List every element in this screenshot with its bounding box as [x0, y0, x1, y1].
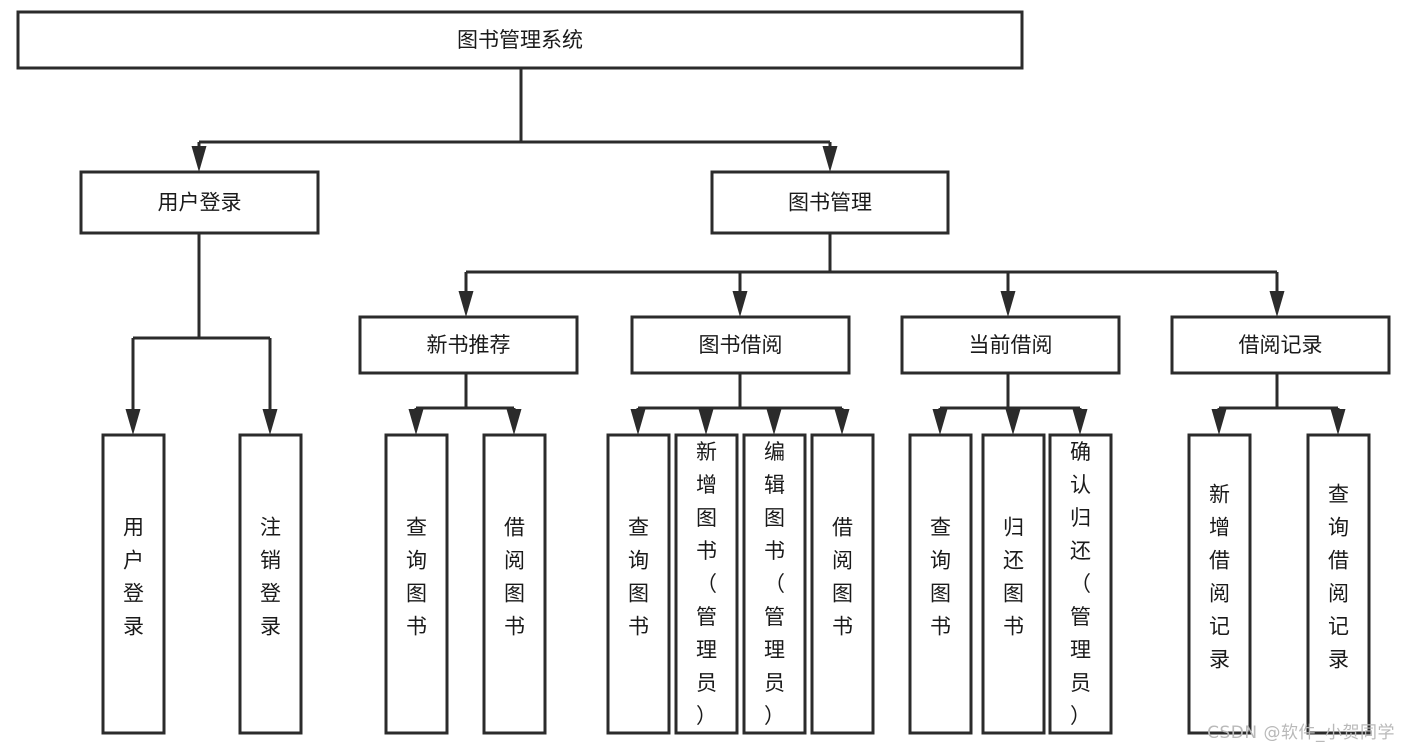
- arrow-head-icon: [630, 409, 646, 435]
- node-label: 图书借阅: [699, 333, 783, 357]
- node-box: [1170, 315, 1391, 375]
- node-leaf-add-book-admin[interactable]: 新增图书（管理员）: [674, 433, 739, 735]
- csdn-watermark: CSDN @软件_小贺同学: [1207, 723, 1395, 743]
- node-leaf-query-book-recommend[interactable]: 查询图书: [384, 433, 449, 735]
- node-box: [1187, 433, 1252, 735]
- node-label: 新增图书（管理员）: [696, 440, 717, 728]
- connectors-layer: [125, 68, 1346, 435]
- arrow-head-icon: [191, 146, 207, 172]
- node-current-borrow[interactable]: 当前借阅: [900, 315, 1121, 375]
- node-label: 查询图书: [406, 516, 427, 639]
- arrow-head-icon: [506, 409, 522, 435]
- node-leaf-add-borrow-record[interactable]: 新增借阅记录: [1187, 433, 1252, 735]
- node-book-management[interactable]: 图书管理: [710, 170, 950, 235]
- node-box: [101, 433, 166, 735]
- node-label: 编辑图书（管理员）: [764, 440, 785, 728]
- arrow-head-icon: [822, 146, 838, 172]
- node-leaf-user-login[interactable]: 用户登录: [101, 433, 166, 735]
- node-box: [1048, 433, 1113, 735]
- node-user-login[interactable]: 用户登录: [79, 170, 320, 235]
- node-leaf-edit-book-admin[interactable]: 编辑图书（管理员）: [742, 433, 807, 735]
- arrow-head-icon: [766, 409, 782, 435]
- node-label: 借阅图书: [832, 516, 853, 639]
- node-label: 图书管理: [788, 191, 872, 215]
- arrow-head-icon: [1269, 291, 1285, 317]
- node-box: [238, 433, 303, 735]
- node-label: 当前借阅: [969, 333, 1053, 357]
- node-box: [674, 433, 739, 735]
- arrow-head-icon: [408, 409, 424, 435]
- node-leaf-confirm-return-admin[interactable]: 确认归还（管理员）: [1048, 433, 1113, 735]
- node-leaf-borrow-book[interactable]: 借阅图书: [810, 433, 875, 735]
- node-label: 用户登录: [123, 516, 144, 639]
- node-label: 查询图书: [628, 516, 649, 639]
- node-leaf-borrow-book-recommend[interactable]: 借阅图书: [482, 433, 547, 735]
- arrow-head-icon: [1000, 291, 1016, 317]
- node-new-book-recommend[interactable]: 新书推荐: [358, 315, 579, 375]
- node-leaf-query-borrow-record[interactable]: 查询借阅记录: [1306, 433, 1371, 735]
- arrow-head-icon: [458, 291, 474, 317]
- node-label: 归还图书: [1003, 516, 1024, 639]
- arrow-head-icon: [1072, 409, 1088, 435]
- node-box: [630, 315, 851, 375]
- node-box: [606, 433, 671, 735]
- node-leaf-query-book-borrow[interactable]: 查询图书: [606, 433, 671, 735]
- node-book-borrow[interactable]: 图书借阅: [630, 315, 851, 375]
- node-box: [908, 433, 973, 735]
- node-leaf-user-logout[interactable]: 注销登录: [238, 433, 303, 735]
- node-label: 新书推荐: [427, 333, 511, 357]
- node-box: [384, 433, 449, 735]
- arrow-head-icon: [1330, 409, 1346, 435]
- node-label: 查询图书: [930, 516, 951, 639]
- nodes-layer: 图书管理系统用户登录图书管理新书推荐图书借阅当前借阅借阅记录用户登录注销登录查询…: [16, 10, 1391, 735]
- node-box: [981, 433, 1046, 735]
- node-box: [810, 433, 875, 735]
- node-label: 用户登录: [158, 191, 242, 215]
- arrow-head-icon: [1211, 409, 1227, 435]
- node-box: [358, 315, 579, 375]
- node-box: [710, 170, 950, 235]
- node-label: 图书管理系统: [457, 28, 583, 52]
- arrow-head-icon: [834, 409, 850, 435]
- node-label: 注销登录: [260, 516, 281, 639]
- node-borrow-records[interactable]: 借阅记录: [1170, 315, 1391, 375]
- arrow-head-icon: [1005, 409, 1021, 435]
- node-box: [16, 10, 1024, 70]
- node-label: 借阅图书: [504, 516, 525, 639]
- node-leaf-query-book-current[interactable]: 查询图书: [908, 433, 973, 735]
- arrow-head-icon: [125, 409, 141, 435]
- arrow-head-icon: [732, 291, 748, 317]
- node-label: 借阅记录: [1239, 333, 1323, 357]
- node-box: [1306, 433, 1371, 735]
- arrow-head-icon: [262, 409, 278, 435]
- arrow-head-icon: [698, 409, 714, 435]
- arrow-head-icon: [932, 409, 948, 435]
- node-box: [79, 170, 320, 235]
- node-box: [742, 433, 807, 735]
- node-root[interactable]: 图书管理系统: [16, 10, 1024, 70]
- node-box: [482, 433, 547, 735]
- node-box: [900, 315, 1121, 375]
- node-label: 新增借阅记录: [1209, 483, 1230, 672]
- node-label: 确认归还（管理员）: [1070, 440, 1091, 728]
- node-label: 查询借阅记录: [1328, 483, 1349, 672]
- node-leaf-return-book[interactable]: 归还图书: [981, 433, 1046, 735]
